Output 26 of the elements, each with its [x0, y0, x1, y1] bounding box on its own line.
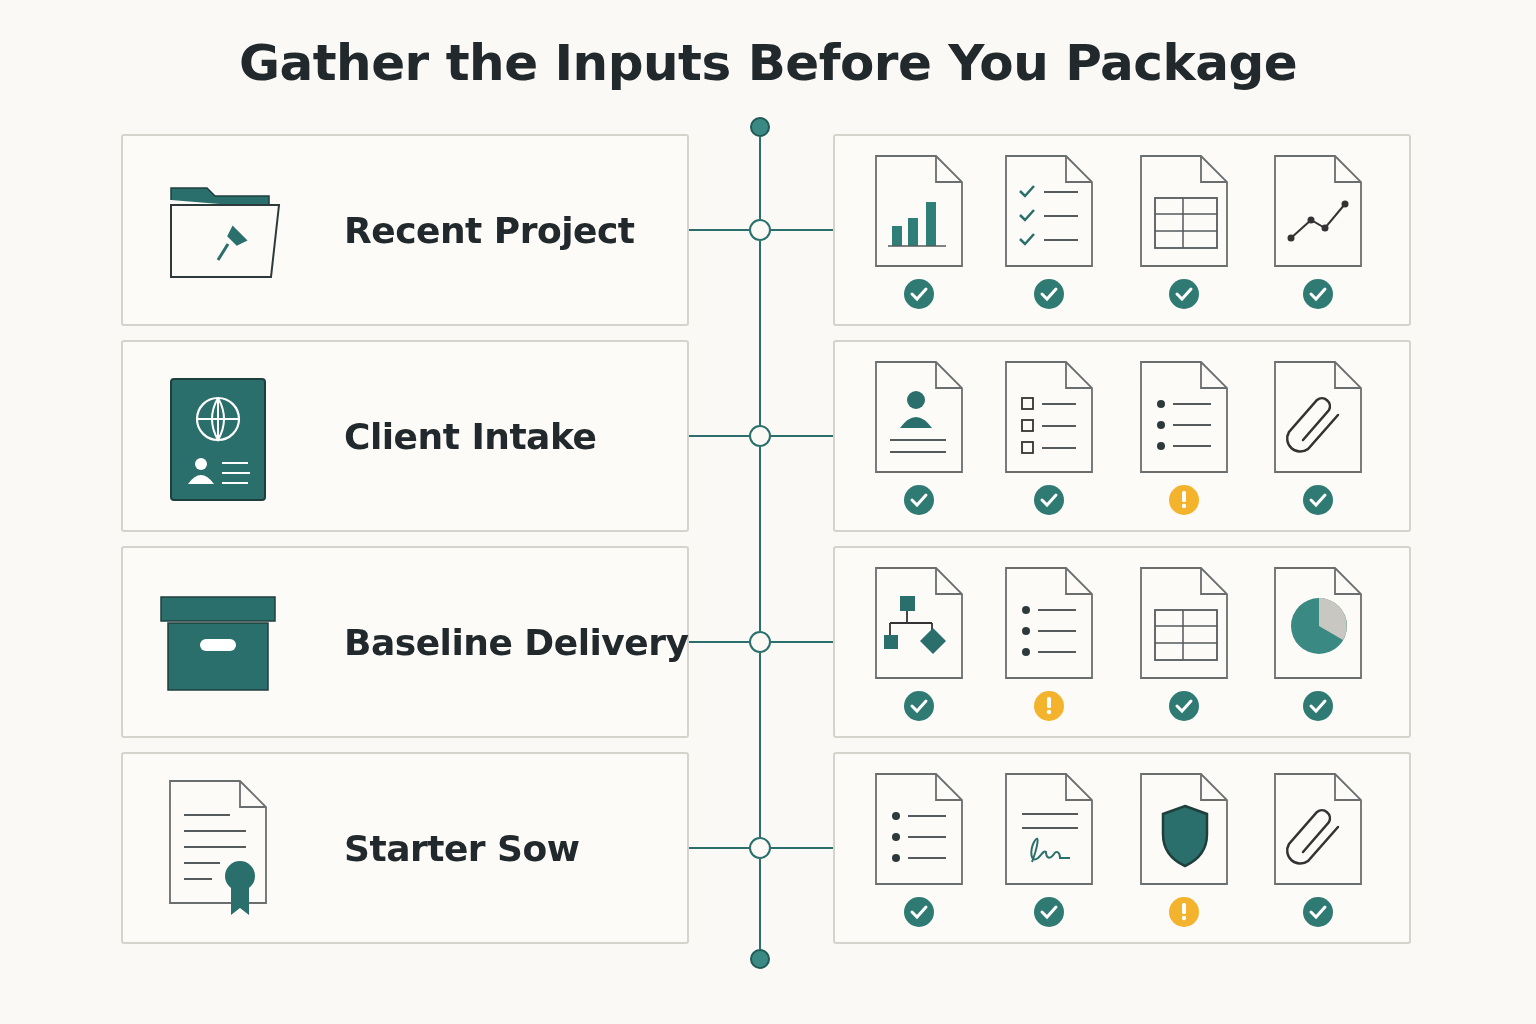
- junction-circle: [749, 837, 771, 859]
- category-label: Recent Project: [344, 208, 635, 253]
- connector-line: [688, 229, 750, 231]
- connector-line: [688, 847, 750, 849]
- connector-line: [759, 240, 761, 426]
- title: Gather the Inputs Before You Package: [237, 34, 1299, 92]
- connector-line: [770, 847, 834, 849]
- connector-line: [770, 641, 834, 643]
- end-dot: [750, 949, 770, 969]
- category-label: Client Intake: [344, 414, 597, 459]
- category-card: [121, 134, 689, 326]
- junction-circle: [749, 631, 771, 653]
- connector-line: [759, 858, 761, 950]
- connector-line: [759, 652, 761, 838]
- category-label: Baseline Delivery: [344, 620, 689, 665]
- connector-line: [759, 136, 761, 220]
- junction-circle: [749, 425, 771, 447]
- junction-circle: [749, 219, 771, 241]
- connector-line: [688, 641, 750, 643]
- end-dot: [750, 117, 770, 137]
- connector-line: [759, 446, 761, 632]
- category-card: [121, 546, 689, 738]
- connector-line: [688, 435, 750, 437]
- connector-line: [770, 435, 834, 437]
- connector-line: [770, 229, 834, 231]
- category-label: Starter Sow: [344, 826, 580, 871]
